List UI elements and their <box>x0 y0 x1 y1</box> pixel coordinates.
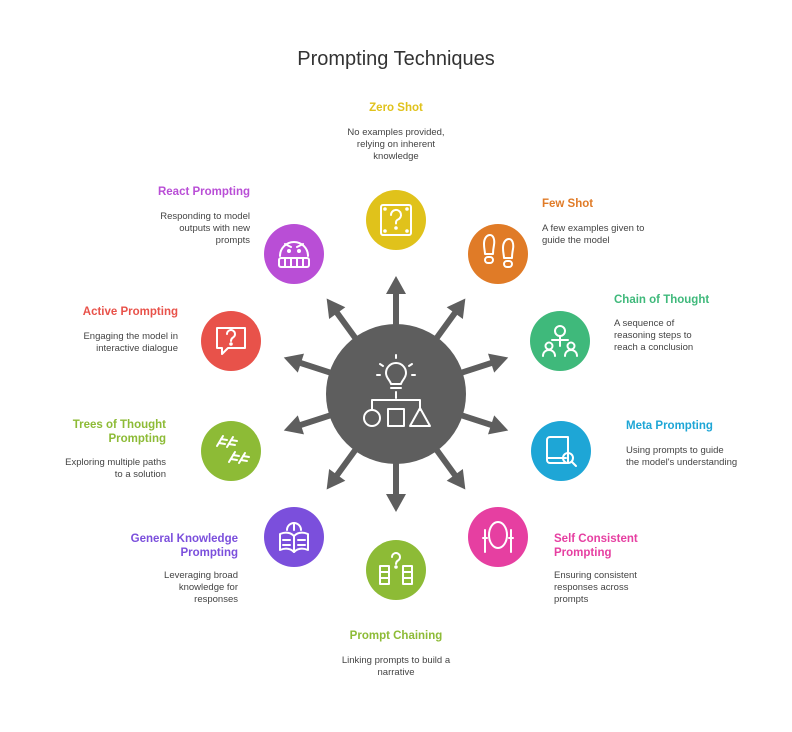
grimace-face-icon <box>278 241 310 268</box>
label-general-knowledge-prompting: General Knowledge Prompting <box>130 533 238 559</box>
label-self-consistent-prompting: Self Consistent Prompting <box>554 533 638 559</box>
label-react-prompting: React Prompting <box>157 186 250 198</box>
desc-meta-prompting: Using prompts to guide the model's under… <box>626 445 738 468</box>
node-prompt-chaining <box>366 540 426 600</box>
desc-react-prompting: Responding to model outputs with new pro… <box>160 211 250 246</box>
arrow-head <box>283 415 304 435</box>
node-general-knowledge-prompting <box>264 507 324 567</box>
arrow-head <box>326 298 346 319</box>
desc-zero-shot: No examples provided, relying on inheren… <box>347 127 445 162</box>
footprints-icon <box>483 234 515 268</box>
desc-active-prompting: Engaging the model in interactive dialog… <box>83 331 178 354</box>
arrow-head <box>488 353 509 373</box>
arrow-head <box>488 415 509 435</box>
arrow-head <box>446 298 466 319</box>
node-zero-shot <box>366 190 426 250</box>
technique-nodes <box>201 190 591 600</box>
node-trees-of-thought-prompting <box>201 421 261 481</box>
branching-paths-icon <box>216 435 250 464</box>
open-book-brain-icon <box>279 522 309 553</box>
connected-people-icon <box>542 325 578 357</box>
node-meta-prompting <box>531 421 591 481</box>
desc-self-consistent-prompting: Ensuring consistent responses across pro… <box>554 570 637 605</box>
arrow-head <box>446 469 466 490</box>
mirror-icon <box>482 521 514 553</box>
arrow-head <box>326 469 346 490</box>
idea-shapes-icon <box>363 354 431 427</box>
node-react-prompting <box>264 224 324 284</box>
hub <box>326 324 466 464</box>
label-few-shot: Few Shot <box>542 198 594 210</box>
desc-prompt-chaining: Linking prompts to build a narrative <box>341 655 451 678</box>
question-box-icon <box>380 204 412 236</box>
node-chain-of-thought <box>530 311 590 371</box>
desc-chain-of-thought: A sequence of reasoning steps to reach a… <box>614 318 694 353</box>
book-search-icon <box>546 436 577 467</box>
desc-few-shot: A few examples given to guide the model <box>542 223 645 246</box>
node-active-prompting <box>201 311 261 371</box>
arrow-head <box>283 353 304 373</box>
node-self-consistent-prompting <box>468 507 528 567</box>
label-meta-prompting: Meta Prompting <box>626 420 713 432</box>
label-chain-of-thought: Chain of Thought <box>614 294 710 306</box>
desc-general-knowledge-prompting: Leveraging broad knowledge for responses <box>164 570 238 605</box>
label-prompt-chaining: Prompt Chaining <box>349 630 443 642</box>
question-bubble-icon <box>216 327 246 355</box>
node-few-shot <box>468 224 528 284</box>
desc-trees-of-thought-prompting: Exploring multiple paths to a solution <box>65 457 166 480</box>
arrow-head <box>386 494 406 512</box>
arrow-head <box>386 276 406 294</box>
label-trees-of-thought-prompting: Trees of Thought Prompting <box>72 419 166 445</box>
diagram-title: Prompting Techniques <box>297 48 495 70</box>
chained-question-icon <box>379 552 413 585</box>
label-zero-shot: Zero Shot <box>369 102 423 114</box>
label-active-prompting: Active Prompting <box>82 306 178 318</box>
